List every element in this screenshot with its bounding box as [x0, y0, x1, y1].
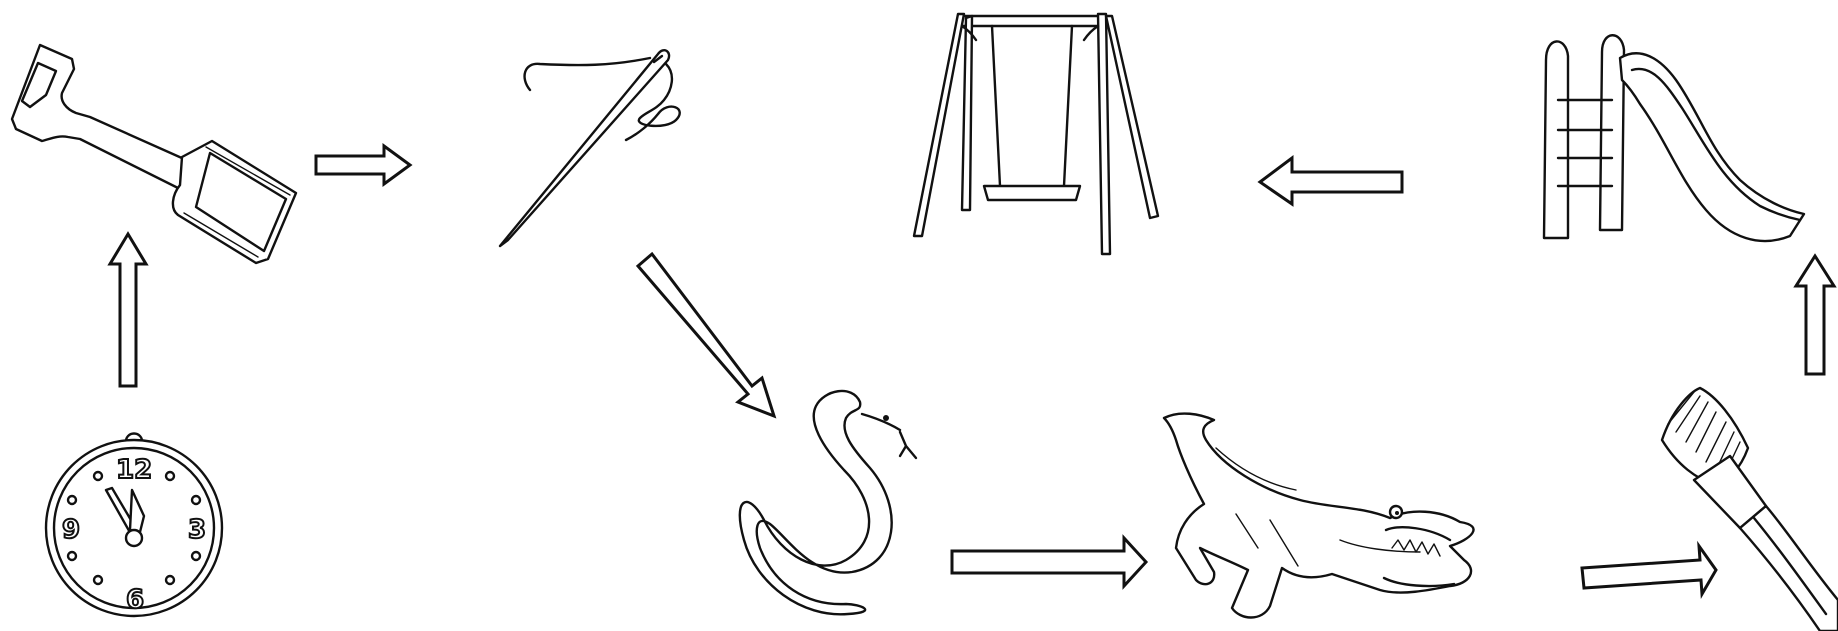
clock-number-6: 6	[126, 585, 144, 615]
clock-number-9: 9	[62, 515, 80, 545]
brush-icon	[1662, 388, 1838, 631]
slide-icon	[1544, 35, 1804, 241]
arrow-clock-to-shovel	[110, 234, 146, 386]
arrow-shovel-to-needle	[316, 146, 410, 184]
needle-icon	[500, 50, 680, 246]
clock-number-12: 12	[116, 455, 152, 485]
clock-icon: 12 3 6 9	[46, 434, 222, 617]
arrow-needle-to-snake	[638, 254, 774, 416]
shovel-icon	[12, 45, 296, 263]
arrow-slide-to-swing	[1260, 158, 1402, 204]
arrow-snake-to-crocodile	[952, 538, 1146, 586]
clock-number-3: 3	[188, 515, 206, 545]
arrow-brush-to-slide	[1796, 256, 1834, 374]
swing-icon	[914, 14, 1158, 254]
crocodile-icon	[1164, 414, 1474, 618]
arrow-crocodile-to-brush	[1582, 546, 1716, 594]
snake-icon	[740, 391, 916, 614]
